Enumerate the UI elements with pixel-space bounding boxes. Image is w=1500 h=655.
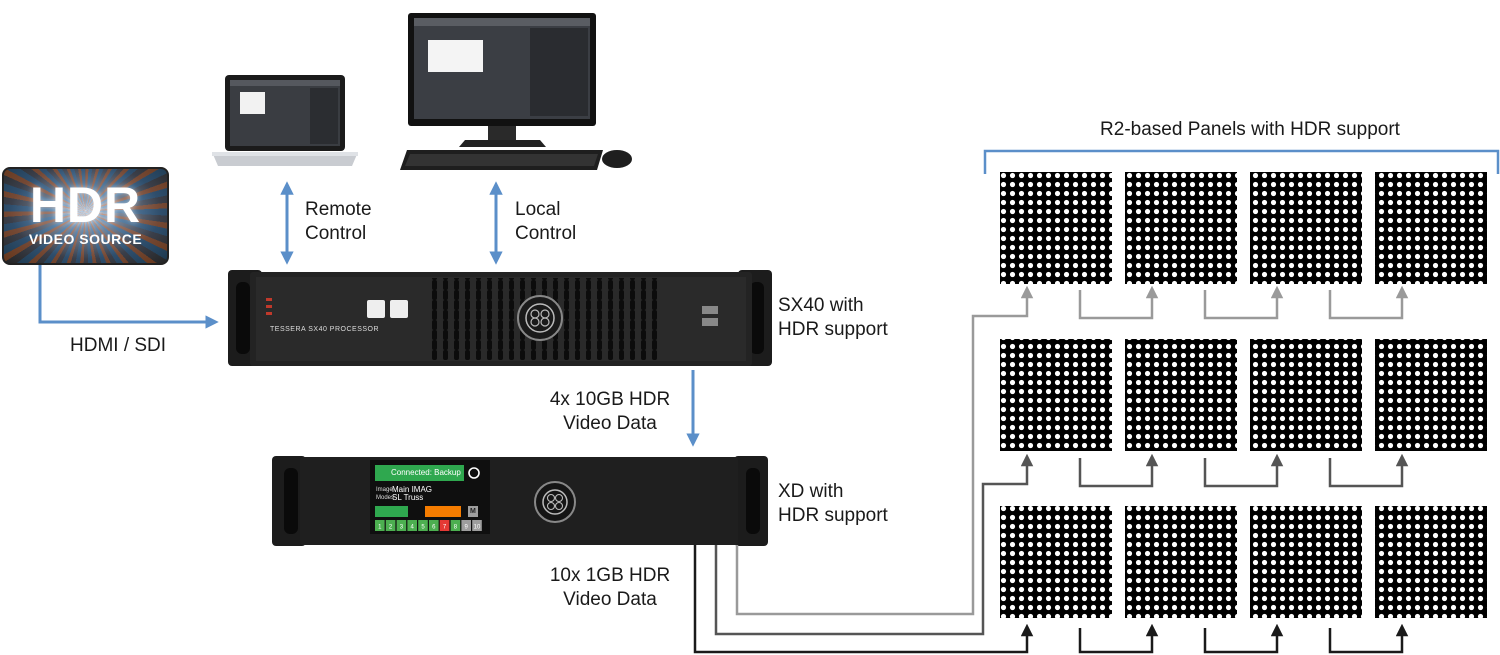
led-panel-r2-c2 — [1125, 339, 1237, 451]
chain-row1-link1 — [1078, 285, 1159, 320]
sx40-processor — [228, 270, 772, 366]
led-panel-r2-c3 — [1250, 339, 1362, 451]
xd-row-label-2: Modes — [376, 495, 395, 501]
xd-port-label-6: 6 — [432, 525, 436, 531]
xd-port-label-9: 9 — [465, 525, 469, 531]
xd-port-2 — [385, 520, 396, 531]
led-panel-grid — [1000, 172, 1487, 618]
chain-row2-link3 — [1328, 453, 1409, 488]
chain-row3-link1 — [1078, 623, 1159, 654]
xd-port-4 — [407, 520, 417, 531]
led-panel-r3-c1 — [1000, 506, 1112, 618]
xd-label-line1: XD with — [778, 481, 844, 502]
panels-title: R2-based Panels with HDR support — [1100, 119, 1400, 140]
xd-port-1 — [375, 520, 385, 531]
chain-row3-link3 — [1328, 623, 1409, 654]
remote-label-line1: Remote — [305, 199, 372, 220]
xd-label-line2: HDR support — [778, 505, 888, 526]
xd-port-3 — [396, 520, 407, 531]
panel-daisy-chains — [1078, 285, 1409, 654]
sx40-label-line1: SX40 with — [778, 295, 864, 316]
led-panel-r3-c4 — [1375, 506, 1487, 618]
xd-row-label-1: Image — [376, 487, 393, 493]
cable-light — [735, 285, 1034, 616]
chain-row2-link2 — [1203, 453, 1284, 488]
led-panel-r1-c1 — [1000, 172, 1112, 284]
hdr-source-title: HDR — [29, 177, 142, 233]
xd-port-label-1: 1 — [378, 525, 382, 531]
xd-port-label-5: 5 — [421, 525, 425, 531]
xd-port-10 — [472, 520, 482, 531]
chain-row1-link2 — [1203, 285, 1284, 320]
xd-row-value-2: SL Truss — [392, 493, 424, 502]
chain-row3-link2 — [1203, 623, 1284, 654]
laptop — [212, 75, 358, 166]
sx40-brand-label: TESSERA SX40 PROCESSOR — [270, 326, 380, 333]
cable-dark — [693, 545, 1034, 654]
xd-port-7 — [439, 520, 450, 531]
xd-row-value-1: Main IMAG — [392, 485, 433, 494]
led-panel-r2-c4 — [1375, 339, 1487, 451]
led-panel-r1-c3 — [1250, 172, 1362, 284]
hdr-source-subtitle: VIDEO SOURCE — [28, 231, 143, 247]
hdr-video-source: HDR VIDEO SOURCE — [2, 167, 169, 265]
local-label-line2: Control — [515, 223, 577, 244]
cable-mid — [714, 453, 1034, 636]
xd-out-label-line2: Video Data — [563, 589, 657, 610]
hdmi-sdi-label: HDMI / SDI — [70, 335, 167, 356]
chain-row1-link3 — [1328, 285, 1409, 320]
xd-port-label-7: 7 — [443, 525, 447, 531]
local-label-line1: Local — [515, 199, 561, 220]
chain-row2-link1 — [1078, 453, 1159, 488]
sx40-label-line2: HDR support — [778, 319, 888, 340]
led-panel-r2-c1 — [1000, 339, 1112, 451]
remote-label-line2: Control — [305, 223, 367, 244]
led-panel-r1-c2 — [1125, 172, 1237, 284]
xd-port-9 — [461, 520, 471, 531]
xd-port-label-2: 2 — [389, 525, 393, 531]
xd-port-label-8: 8 — [454, 525, 458, 531]
xd-port-label-4: 4 — [411, 525, 415, 531]
xd-port-label-3: 3 — [400, 525, 404, 531]
xd-port-6 — [429, 520, 439, 531]
xd-m-button: M — [470, 508, 476, 515]
xd-port-8 — [450, 520, 461, 531]
sx40-to-xd-label-line1: 4x 10GB HDR — [549, 389, 671, 410]
xd-out-label-line1: 10x 1GB HDR — [549, 565, 671, 586]
xd-port-label-10: 10 — [474, 525, 481, 531]
xd-status-bar: Connected: Backup — [375, 465, 464, 481]
hdmi-sdi-connector — [38, 262, 219, 329]
led-panel-r3-c2 — [1125, 506, 1237, 618]
led-panel-r1-c4 — [1375, 172, 1487, 284]
sx40-to-xd-label-line2: Video Data — [563, 413, 657, 434]
xd-port-5 — [418, 520, 428, 531]
panels-bracket — [983, 149, 1500, 174]
led-panel-r3-c3 — [1250, 506, 1362, 618]
desktop-computer — [400, 13, 632, 170]
